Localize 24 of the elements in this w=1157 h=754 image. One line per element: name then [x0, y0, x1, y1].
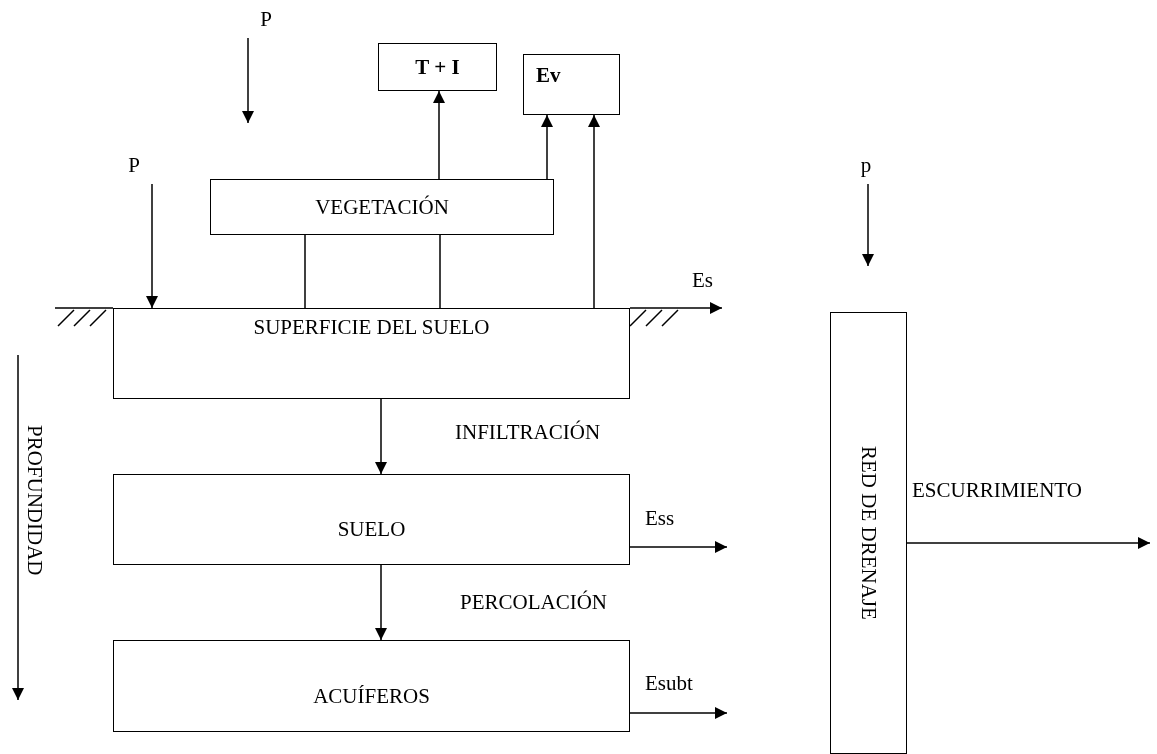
- process-box: Ev: [523, 54, 620, 115]
- arrow: [629, 707, 728, 719]
- arrow: [862, 183, 874, 267]
- arrow: [541, 114, 553, 180]
- arrow: [433, 90, 445, 180]
- process-box: RED DE DRENAJE: [830, 312, 907, 754]
- arrow: [146, 183, 158, 309]
- arrow: [629, 302, 723, 314]
- text-label: P: [256, 6, 276, 32]
- arrow: [375, 564, 387, 641]
- arrow: [242, 37, 254, 124]
- connector-line: [439, 234, 441, 309]
- process-box: SUPERFICIE DEL SUELO: [113, 308, 630, 399]
- text-label: P: [124, 152, 144, 178]
- arrow: [906, 537, 1151, 549]
- connector-line: [304, 234, 306, 309]
- arrow: [629, 541, 728, 553]
- text-label: p: [857, 152, 875, 178]
- process-box: VEGETACIÓN: [210, 179, 554, 235]
- process-box: SUELO: [113, 474, 630, 565]
- arrow: [375, 398, 387, 475]
- arrow: [588, 114, 600, 309]
- process-box: ACUÍFEROS: [113, 640, 630, 732]
- process-box: T + I: [378, 43, 497, 91]
